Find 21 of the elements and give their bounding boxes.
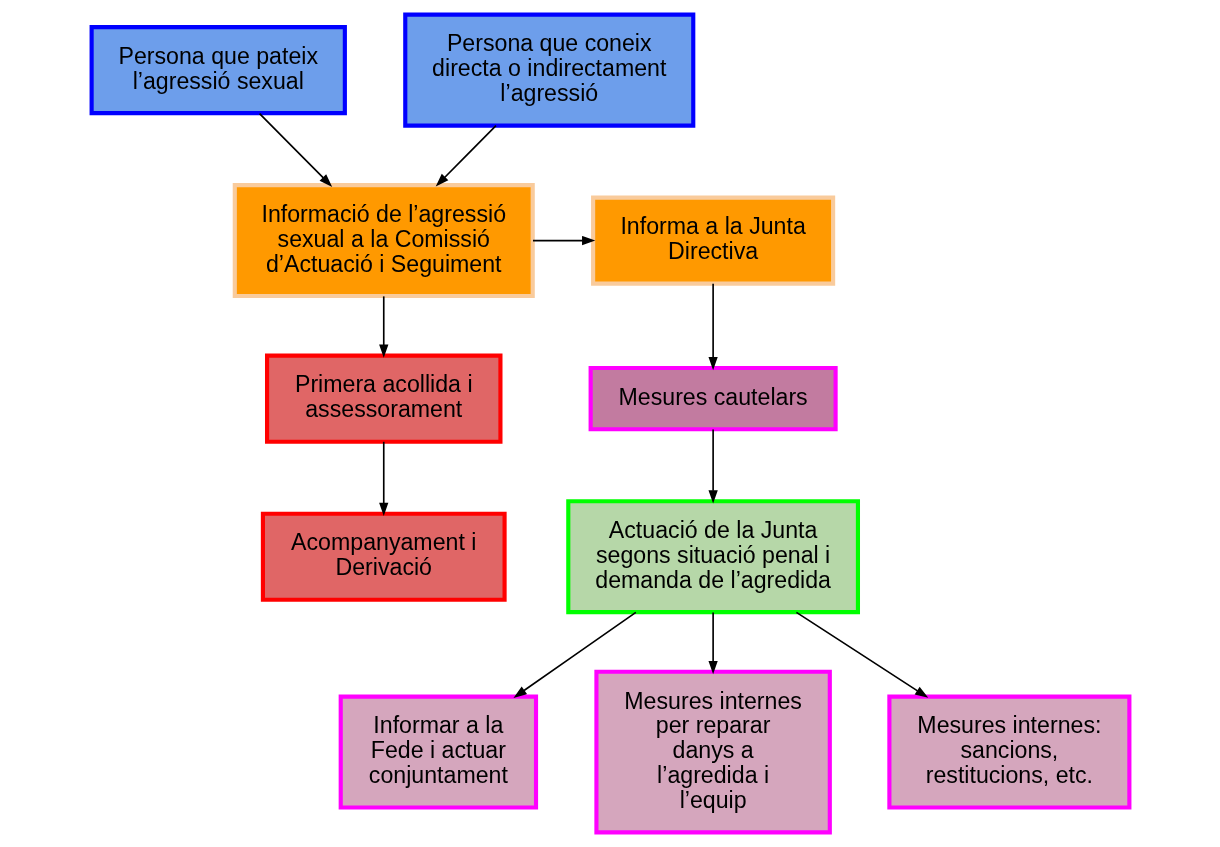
node-box: Mesures internes per reparar danys a l’agredida i l’equip (593, 669, 832, 835)
arrow (378, 295, 388, 358)
arrow (378, 441, 388, 516)
node-box: Mesures cautelars (588, 366, 838, 432)
node-box: Informar a la Fede i actuar conjuntament (338, 694, 538, 810)
arrow (707, 611, 718, 675)
node-box: Primera acollida i assessorament (264, 353, 502, 444)
node-box: Informació de l’agressió sexual a la Comissió d’Actuació i Seguiment (232, 183, 535, 299)
arrow (512, 611, 637, 698)
node-box: Acompanyament i Derivació (260, 511, 507, 602)
arrow (531, 235, 595, 246)
node-box: Persona que coneix directa o indirectament l’agressió (402, 12, 695, 128)
node-box: Persona que pateix l’agressió sexual (89, 25, 347, 116)
node-box: Mesures internes: sancions, restitucions, etc. (886, 694, 1131, 810)
arrow (707, 428, 718, 504)
node-box: Actuació de la Junta segons situació penal i demanda de l’agredida (565, 499, 860, 615)
arrow (435, 124, 497, 187)
arrow (707, 282, 718, 371)
arrow (258, 112, 332, 187)
arrow (795, 611, 928, 698)
node-box: Informa a la Junta Directiva (590, 195, 835, 286)
